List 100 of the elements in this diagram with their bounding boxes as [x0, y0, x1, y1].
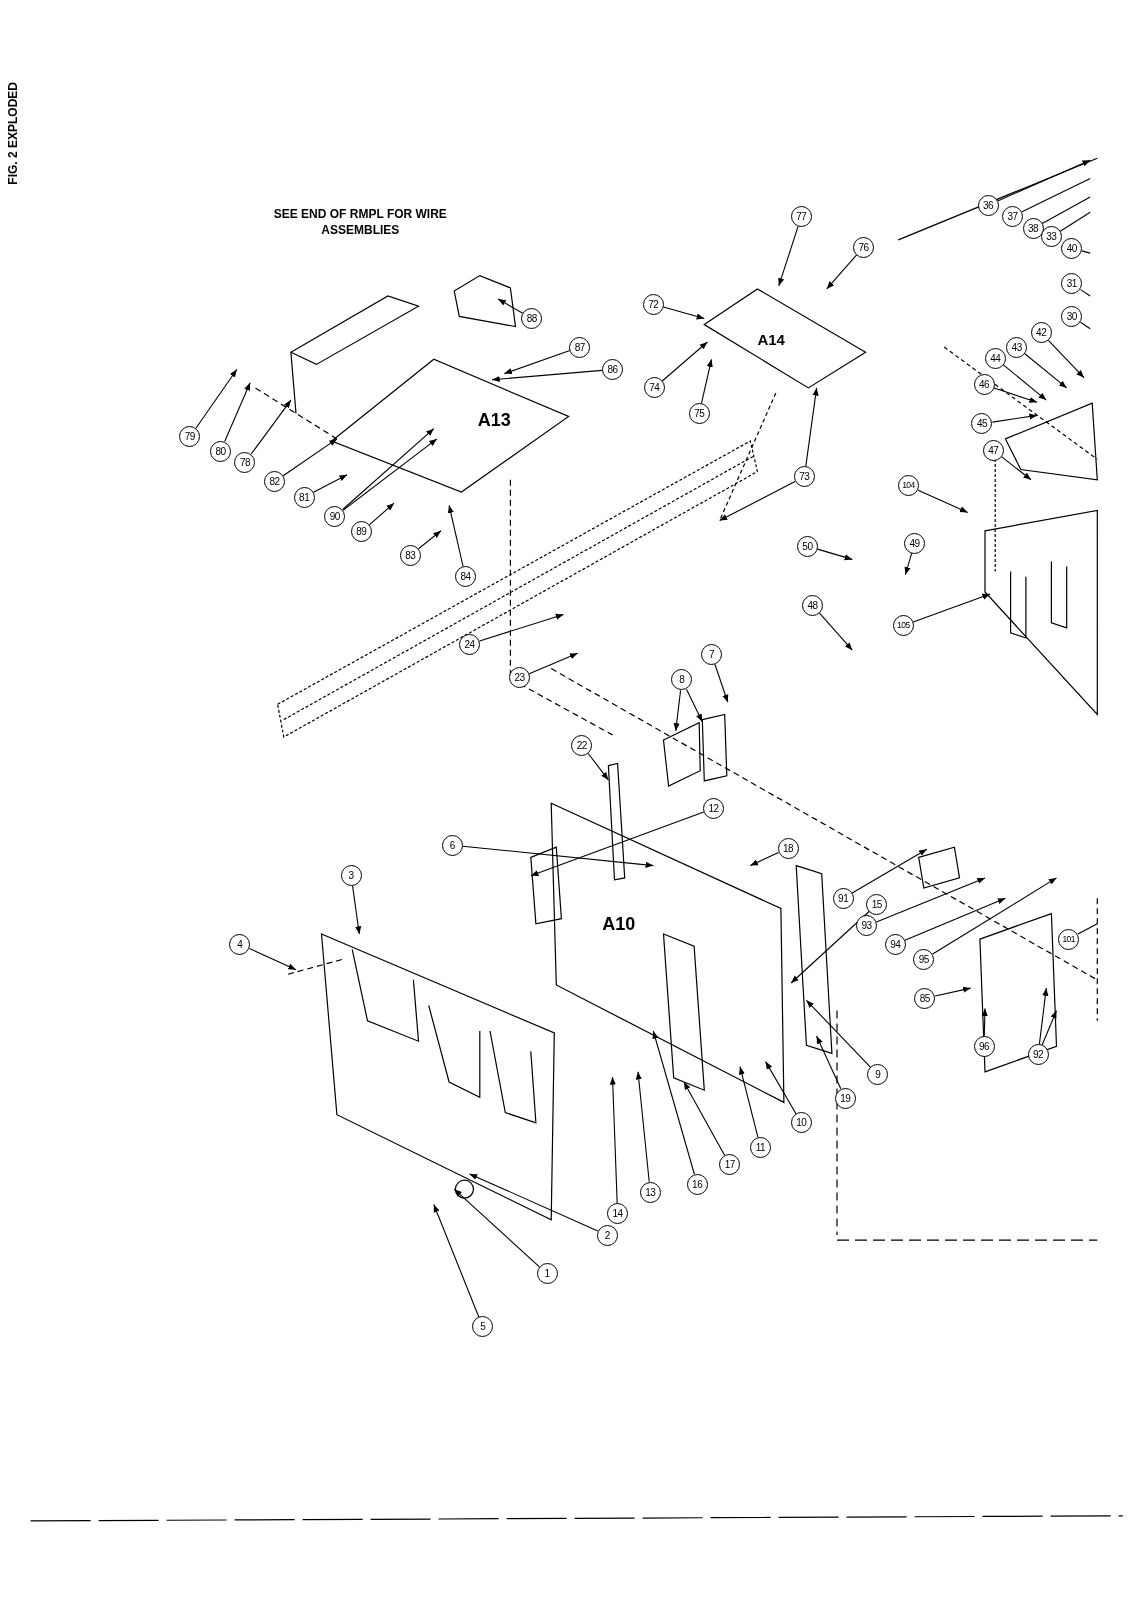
leader-line [491, 369, 603, 383]
leader-line [993, 387, 1038, 403]
board-label: A10 [602, 913, 636, 935]
leader-line [662, 306, 705, 320]
leader-line [479, 613, 565, 642]
callout-number: 2 [596, 1224, 618, 1246]
callout-number: 18 [777, 837, 799, 859]
callout-number: 77 [790, 205, 812, 227]
callout-number: 74 [643, 377, 665, 399]
leader-line [1047, 339, 1085, 379]
callout-number: 50 [796, 535, 818, 557]
leader-line [683, 1081, 726, 1157]
callout-number: 94 [884, 933, 906, 955]
leader-line [749, 852, 780, 867]
leader-line [778, 225, 799, 287]
callout-number: 80 [209, 440, 231, 462]
leader-line [1041, 1010, 1058, 1046]
callout-number: 90 [324, 506, 346, 527]
callout-number: 49 [904, 532, 926, 554]
callout-number: 17 [719, 1154, 741, 1176]
leader-line [248, 947, 297, 971]
leader-line [447, 504, 464, 568]
leader-line [805, 387, 819, 467]
leader-line [312, 474, 348, 493]
leader-line [195, 368, 238, 429]
leader-line [453, 1188, 540, 1268]
leader-line [282, 438, 338, 477]
callout-number: 38 [1022, 218, 1044, 240]
figure-title: FIG. 2 EXPLODED [6, 81, 21, 185]
callout-number: 84 [454, 566, 476, 588]
callout-number: 81 [293, 486, 315, 508]
callout-number: 75 [688, 402, 710, 424]
leader-line [981, 1007, 988, 1037]
callout-number: 33 [1040, 226, 1062, 248]
leader-line [1002, 364, 1047, 401]
callout-number: 9 [867, 1064, 889, 1086]
leader-line [790, 910, 870, 984]
leader-line [433, 1203, 480, 1318]
callout-number: 45 [971, 413, 993, 435]
leader-line [462, 845, 654, 868]
callout-number: 24 [459, 633, 481, 655]
callout-number: 15 [866, 893, 888, 915]
callout-number: 93 [856, 915, 878, 937]
callout-number: 13 [639, 1181, 661, 1203]
callout-number: 10 [790, 1112, 812, 1134]
callout-number: 46 [973, 374, 995, 396]
leader-line [1081, 250, 1091, 254]
leader-line [934, 986, 972, 997]
callout-number: 5 [472, 1316, 494, 1338]
callout-number: 76 [853, 236, 875, 258]
callout-number: 16 [686, 1173, 708, 1195]
leader-line [714, 663, 729, 703]
callout-number: 82 [264, 471, 286, 493]
callout-number: 3 [340, 865, 362, 887]
callout-number: 42 [1030, 322, 1052, 344]
board-label: A14 [757, 330, 785, 348]
callout-number: 105 [892, 615, 914, 637]
callout-number: 86 [601, 359, 623, 380]
leader-line [673, 689, 682, 732]
leader-line [700, 358, 713, 404]
leader-line [224, 382, 251, 443]
leader-line [468, 1173, 599, 1232]
leader-line [635, 1071, 650, 1183]
callout-number: 92 [1027, 1043, 1049, 1065]
leader-line [1079, 289, 1091, 297]
leader-line [904, 897, 1006, 941]
leader-line [587, 752, 609, 781]
leader-line [503, 349, 571, 375]
callout-number: 79 [179, 426, 201, 448]
note-text: SEE END OF RMPL FOR WIRE ASSEMBLIES [273, 206, 448, 239]
leader-line [816, 1035, 842, 1090]
callout-number: 44 [984, 347, 1006, 369]
leader-line [1079, 321, 1091, 330]
leader-line [528, 652, 579, 675]
callout-number: 37 [1002, 205, 1024, 227]
callout-number: 36 [977, 194, 999, 216]
board-label: A13 [477, 410, 511, 432]
leader-line [1041, 196, 1091, 225]
callout-number: 83 [399, 544, 421, 566]
leader-line [352, 885, 362, 935]
leader-line [805, 999, 872, 1068]
leader-line [851, 848, 928, 894]
leader-line [991, 413, 1038, 423]
callout-number: 11 [749, 1136, 771, 1158]
leader-line [738, 1066, 759, 1138]
callout-number: 22 [571, 734, 593, 756]
callout-number: 8 [671, 669, 693, 691]
leader-line [661, 341, 708, 382]
callout-number: 47 [982, 439, 1004, 461]
leader-line [875, 877, 986, 923]
leader-line [997, 159, 1091, 202]
leader-line [1000, 456, 1032, 481]
leader-line [932, 877, 1058, 955]
leader-line [530, 811, 705, 877]
callout-number: 40 [1061, 237, 1083, 259]
leader-line [497, 298, 524, 314]
leader-line [816, 548, 853, 561]
callout-number: 87 [569, 336, 591, 358]
callout-number: 12 [703, 797, 724, 819]
leader-line [417, 530, 442, 550]
